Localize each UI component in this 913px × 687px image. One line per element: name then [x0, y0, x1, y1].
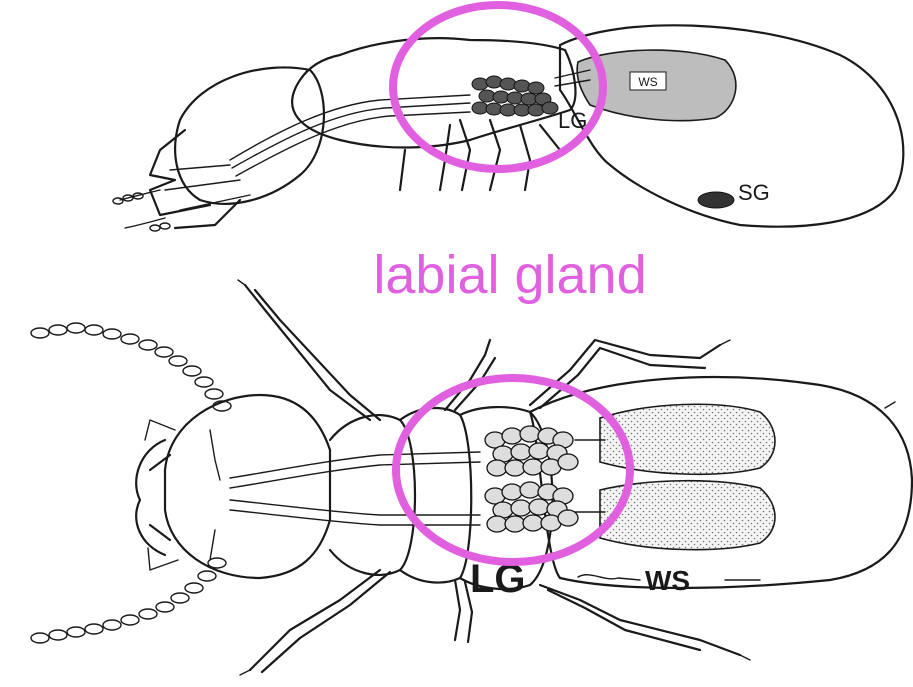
top-lg-leader — [578, 575, 640, 580]
top-head — [165, 395, 330, 578]
side-labial-gland-cluster — [472, 76, 558, 116]
top-antenna-lower — [31, 558, 226, 643]
top-labial-gland-lower — [485, 482, 578, 532]
top-ws-label: WS — [645, 565, 690, 596]
side-view-termite: WS — [113, 5, 903, 231]
side-ducts — [230, 95, 470, 176]
side-ws-label: WS — [638, 75, 657, 89]
side-sg-gland — [698, 192, 734, 208]
top-head-sutures — [210, 430, 220, 560]
top-legs-upper — [245, 285, 720, 420]
top-leg-tips — [238, 280, 895, 675]
caption-labial-gland: labial gland — [373, 245, 646, 305]
top-view-termite: LG WS — [31, 280, 912, 675]
top-antenna-upper — [31, 323, 231, 411]
side-legs — [400, 120, 560, 190]
side-palp-beads — [113, 193, 170, 231]
side-sg-label: SG — [738, 180, 770, 205]
top-ducts — [230, 452, 480, 525]
top-labial-gland-upper — [485, 426, 578, 476]
side-mandibles — [150, 130, 240, 228]
side-head — [175, 67, 324, 203]
